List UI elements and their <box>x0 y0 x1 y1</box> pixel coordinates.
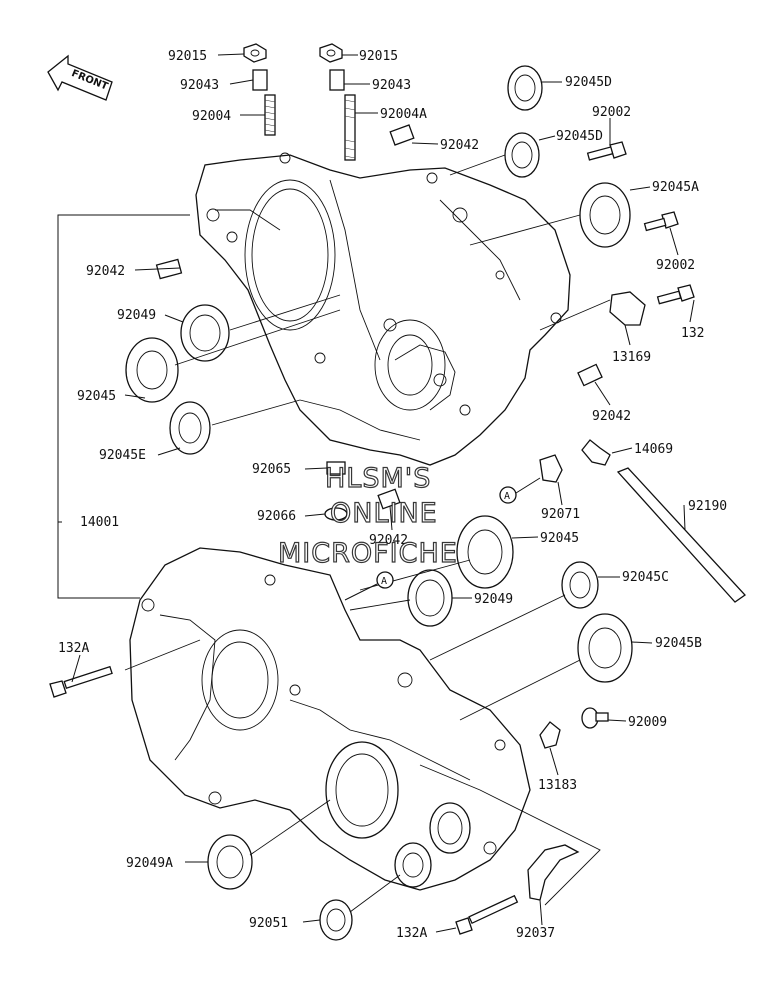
part-label: 92045C <box>622 570 669 585</box>
part-label: 92045D <box>556 129 603 144</box>
part-label: 92042 <box>440 138 479 153</box>
bracket-13169 <box>609 291 646 326</box>
part-label: 92015 <box>168 49 207 64</box>
part-label: 92015 <box>359 49 398 64</box>
bearing-92045A <box>579 182 631 248</box>
seal-92049-mid <box>407 569 453 627</box>
part-label: 92042 <box>86 264 125 279</box>
part-label: 92002 <box>656 258 695 273</box>
bearing-92045C <box>561 561 599 609</box>
bearing-92045B <box>577 613 633 683</box>
hose-92190 <box>616 467 746 603</box>
bearings <box>125 65 633 941</box>
lower-crankcase <box>129 547 531 891</box>
bearing-92045D-2 <box>504 132 540 178</box>
part-label: 92009 <box>628 715 667 730</box>
hardware <box>49 43 746 935</box>
part-labels: 92015 92015 92043 92043 92004 92004A 920… <box>58 49 727 941</box>
part-label: 92042 <box>592 409 631 424</box>
leader-lines <box>57 53 695 933</box>
collar-92043-left <box>252 69 268 91</box>
part-label: 92045D <box>565 75 612 90</box>
dowel-92042-top <box>389 124 415 146</box>
part-label: 13169 <box>612 350 651 365</box>
watermark-line-3: MICROFICHE <box>278 538 458 569</box>
part-label: 92043 <box>180 78 219 93</box>
bracket-92037 <box>527 844 580 901</box>
part-label: 13183 <box>538 778 577 793</box>
bolt-92002-mid <box>643 211 679 232</box>
nut-92015-right <box>319 43 343 63</box>
seal-92051 <box>319 899 353 941</box>
front-arrow-icon: FRONT <box>47 54 113 101</box>
part-label: 92071 <box>541 507 580 522</box>
bolt-132A-bottom <box>455 894 519 935</box>
svg-text:A: A <box>381 576 387 587</box>
nut-92015-left <box>243 43 267 63</box>
upper-crankcase <box>195 152 571 466</box>
seal-lower-center <box>394 842 432 888</box>
dowel-92042-right <box>577 363 603 387</box>
ref-marker-a1: A <box>499 477 541 504</box>
part-label: 92004 <box>192 109 231 124</box>
part-label: 92043 <box>372 78 411 93</box>
bolt-92002-top <box>586 141 627 161</box>
svg-text:A: A <box>504 491 510 502</box>
part-label: 92066 <box>257 509 296 524</box>
part-label: 92042 <box>369 533 408 548</box>
seal-92049A <box>207 834 253 890</box>
dowel-92042-left <box>155 258 183 280</box>
part-label: 92065 <box>252 462 291 477</box>
part-label: 92051 <box>249 916 288 931</box>
part-label: 92049A <box>126 856 173 871</box>
stud-92004 <box>264 94 276 136</box>
part-label: 92190 <box>688 499 727 514</box>
stud-92004A <box>344 94 356 161</box>
bolt-132A-left <box>49 665 113 698</box>
bearing-92045-mid <box>456 515 514 589</box>
bolt-132 <box>656 284 695 305</box>
bearing-92045D-top <box>507 65 543 111</box>
part-label: 92049 <box>474 592 513 607</box>
bearing-92045-upper <box>125 337 179 403</box>
part-label: 92002 <box>592 105 631 120</box>
watermark-line-2: ONLINE <box>330 498 438 529</box>
part-label: 14001 <box>80 515 119 530</box>
seal-92049-upper <box>180 304 230 362</box>
part-label: 132A <box>396 926 427 941</box>
part-label: 92037 <box>516 926 555 941</box>
part-label: 132 <box>681 326 704 341</box>
screw-92009 <box>581 707 609 729</box>
fitting-14069 <box>581 439 611 466</box>
part-label: 132A <box>58 641 89 656</box>
watermark: HLSM'S ONLINE MICROFICHE <box>277 462 458 569</box>
part-label: 92045 <box>540 531 579 546</box>
part-label: 92004A <box>380 107 427 122</box>
cap-92071 <box>539 454 563 483</box>
part-label: 92045B <box>655 636 702 651</box>
bearing-92045E <box>169 401 211 455</box>
bracket-13183 <box>539 721 561 749</box>
part-label: 92049 <box>117 308 156 323</box>
part-label: 92045E <box>99 448 146 463</box>
part-label: 14069 <box>634 442 673 457</box>
watermark-line-1: HLSM'S <box>325 463 431 494</box>
part-label: 92045A <box>652 180 699 195</box>
dowel-92042-center <box>377 488 401 510</box>
part-label: 92045 <box>77 389 116 404</box>
ref-marker-a2: A <box>344 571 394 601</box>
collar-92043-right <box>329 69 345 91</box>
